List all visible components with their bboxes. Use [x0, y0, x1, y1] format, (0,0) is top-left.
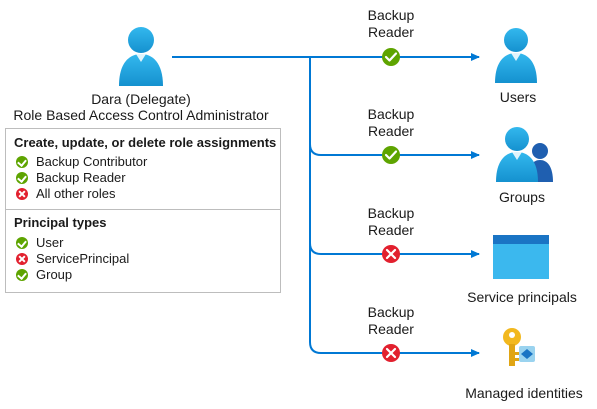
cross-icon [16, 253, 28, 265]
branch-role-label-line2: Reader [368, 123, 414, 139]
check-icon [16, 172, 28, 184]
branch-line-groups [309, 143, 480, 159]
branch-role-label-line1: Backup [367, 205, 415, 221]
delegate-user-icon [119, 27, 163, 86]
cross-icon [16, 188, 28, 200]
delegate-name: Dara (Delegate) [91, 91, 191, 107]
assignment-item: Backup Contributor [16, 154, 147, 170]
branch-role-label-line1: Backup [367, 7, 415, 23]
delegate-role: Role Based Access Control Administrator [13, 107, 269, 123]
principal-item-label: User [36, 235, 64, 250]
status-allowed-icon-users [382, 48, 400, 66]
check-icon [16, 237, 28, 249]
trunk-line [309, 57, 322, 354]
status-denied-icon-managed-identities [382, 344, 400, 362]
managed-identities-key-icon [503, 328, 535, 366]
service-principals-app-window-icon [493, 235, 549, 279]
target-label-users: Users [499, 89, 537, 105]
branch-role-label-line1: Backup [367, 106, 415, 122]
target-label-service-principals: Service principals [467, 289, 577, 305]
groups-group-icon [496, 127, 553, 182]
panel-divider [6, 209, 280, 210]
branch-role-label-line2: Reader [368, 24, 414, 40]
principal-item: ServicePrincipal [16, 251, 129, 267]
branch-line-service-principals [309, 242, 480, 258]
branch-role-label-line1: Backup [367, 304, 415, 320]
branch-role-label-line2: Reader [368, 222, 414, 238]
principal-item: User [16, 235, 63, 251]
target-label-managed-identities: Managed identities [465, 385, 583, 401]
assignment-item-label: Backup Contributor [36, 154, 148, 169]
principal-item-label: Group [36, 267, 73, 282]
principal-item: Group [16, 267, 72, 283]
assignment-item: Backup Reader [16, 170, 126, 186]
assignment-item-label: Backup Reader [36, 170, 126, 185]
users-user-icon [495, 28, 537, 83]
principals-section-title: Principal types [14, 215, 107, 230]
conditions-panel: Create, update, or delete role assignmen… [5, 128, 281, 293]
target-label-groups: Groups [499, 189, 545, 205]
assignment-item-label: All other roles [36, 186, 116, 201]
status-denied-icon-service-principals [382, 245, 400, 263]
check-icon [16, 269, 28, 281]
principal-item-label: ServicePrincipal [36, 251, 130, 266]
assignment-item: All other roles [16, 186, 115, 202]
check-icon [16, 156, 28, 168]
branch-role-label-line2: Reader [368, 321, 414, 337]
assignments-section-title: Create, update, or delete role assignmen… [14, 135, 277, 150]
status-allowed-icon-groups [382, 146, 400, 164]
